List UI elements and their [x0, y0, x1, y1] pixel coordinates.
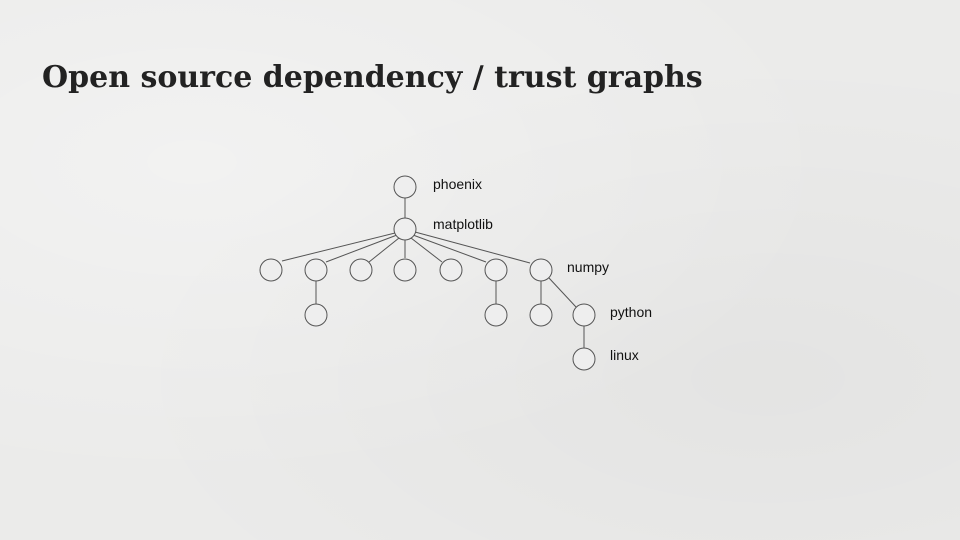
label-phoenix: phoenix: [433, 176, 482, 192]
node-python: [572, 303, 596, 327]
label-linux: linux: [610, 347, 639, 363]
node-dep-5: [439, 258, 463, 282]
label-numpy: numpy: [567, 259, 609, 275]
node-dep-1: [259, 258, 283, 282]
edge-matplotlib-numpy: [414, 231, 531, 264]
edge-matplotlib-dep-5: [410, 237, 443, 263]
graph-edges: [281, 198, 585, 348]
graph-nodes: [259, 175, 596, 371]
edge-numpy-python: [548, 277, 577, 308]
node-matplotlib: [393, 217, 417, 241]
edge-matplotlib-dep-1: [281, 232, 396, 262]
label-matplotlib: matplotlib: [433, 216, 493, 232]
graph-labels: phoenix matplotlib numpy python linux: [433, 176, 652, 363]
node-numpy: [529, 258, 553, 282]
slide-title: Open source dependency / trust graphs: [42, 60, 703, 95]
node-numpy-child: [529, 303, 553, 327]
node-dep-4: [393, 258, 417, 282]
node-dep-6-child: [484, 303, 508, 327]
node-linux: [572, 347, 596, 371]
node-dep-6: [484, 258, 508, 282]
node-dep-3: [349, 258, 373, 282]
label-python: python: [610, 304, 652, 320]
node-dep-2: [304, 258, 328, 282]
edge-matplotlib-dep-3: [368, 237, 400, 263]
edge-matplotlib-dep-2: [325, 234, 398, 263]
edge-matplotlib-dep-6: [412, 234, 487, 263]
node-phoenix: [393, 175, 417, 199]
node-dep-2-child: [304, 303, 328, 327]
